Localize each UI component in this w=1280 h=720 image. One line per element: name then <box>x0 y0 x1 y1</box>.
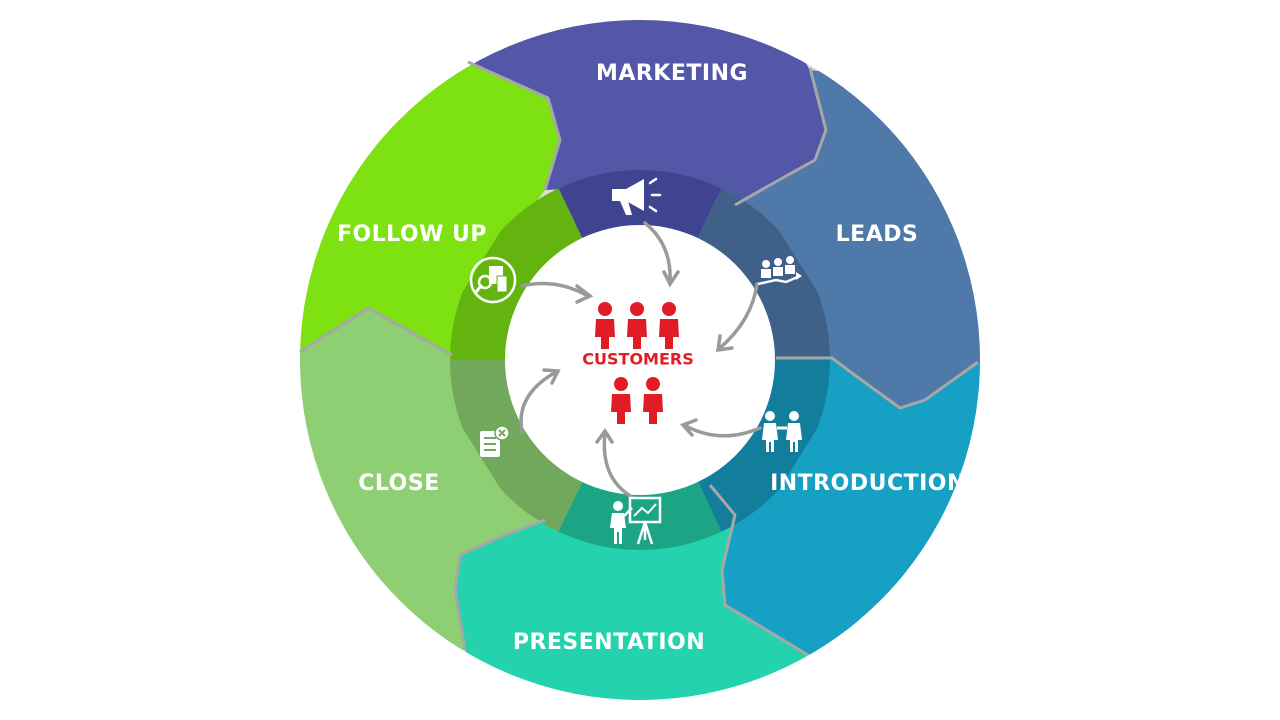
search-documents-icon <box>469 256 517 304</box>
stage-label-leads: LEADS <box>836 222 919 247</box>
center-circle <box>505 225 775 495</box>
stage-label-marketing: MARKETING <box>596 61 748 86</box>
customers-icon <box>595 302 679 424</box>
center-label: CUSTOMERS <box>582 350 693 369</box>
cycle-arrows <box>519 221 762 499</box>
megaphone-icon <box>612 177 662 215</box>
segment-presentation[interactable] <box>455 485 810 700</box>
segment-dividers <box>299 60 979 657</box>
leads-growth-icon <box>757 256 802 286</box>
stage-label-introduction: INTRODUCTION <box>770 471 966 496</box>
presentation-board-icon <box>610 496 662 545</box>
checklist-icon <box>480 425 510 457</box>
stage-label-presentation: PRESENTATION <box>513 630 705 655</box>
stage-label-close: CLOSE <box>358 471 439 496</box>
stage-label-follow-up: FOLLOW UP <box>337 222 487 247</box>
segment-marketing[interactable] <box>470 20 825 205</box>
handshake-people-icon <box>762 411 802 452</box>
